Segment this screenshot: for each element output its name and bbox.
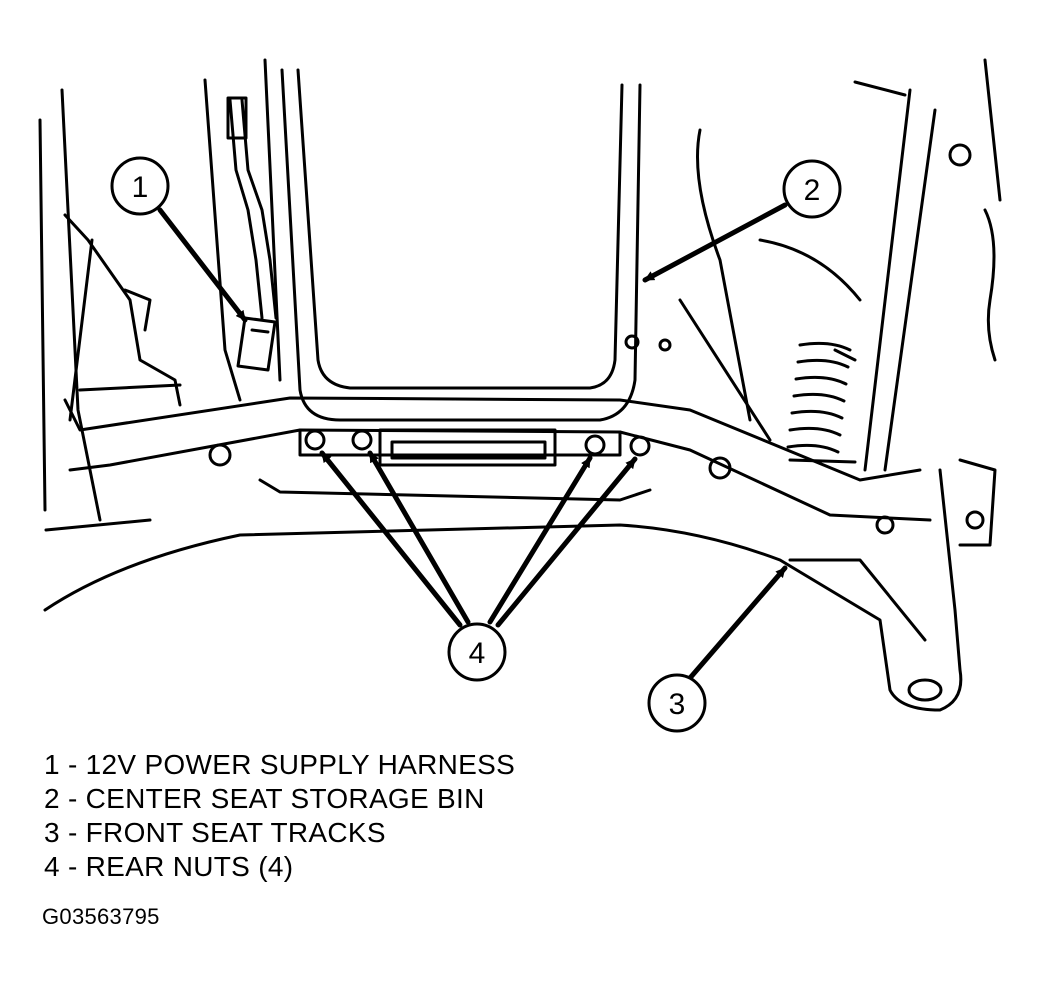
rear-nut-2 [351,429,373,451]
callout-3: 3 [647,673,707,733]
rear-nut-4 [629,435,651,457]
seat-bin-diagram: 1 2 3 4 [38,58,1002,733]
legend-item-4: 4 - REAR NUTS (4) [44,851,294,882]
legend-item-1: 1 - 12V POWER SUPPLY HARNESS [44,749,516,780]
left-seat-frame [38,88,182,532]
center-seat-storage-bin [203,58,642,422]
legend-item-3: 3 - FRONT SEAT TRACKS [44,817,386,848]
power-supply-harness [226,96,278,372]
rear-nut-3 [584,434,606,456]
legend-item-2: 2 - CENTER SEAT STORAGE BIN [44,783,485,814]
leader-arrows [157,202,788,681]
right-seat-frame [678,58,1002,472]
callout-2: 2 [782,159,842,219]
rear-nuts [304,334,672,457]
front-seat-tracks [43,143,997,712]
rear-nut-1 [304,429,326,451]
legend: 1 - 12V POWER SUPPLY HARNESS 2 - CENTER … [44,748,515,884]
callout-4: 4 [447,622,507,682]
figure-code: G03563795 [42,904,160,929]
seat-cross-member [63,396,932,535]
svg-text:1: 1 [132,171,149,204]
callout-1: 1 [110,156,170,216]
svg-text:3: 3 [669,688,686,721]
svg-text:4: 4 [469,637,486,670]
svg-text:2: 2 [804,174,821,207]
seat-spring [786,341,852,454]
